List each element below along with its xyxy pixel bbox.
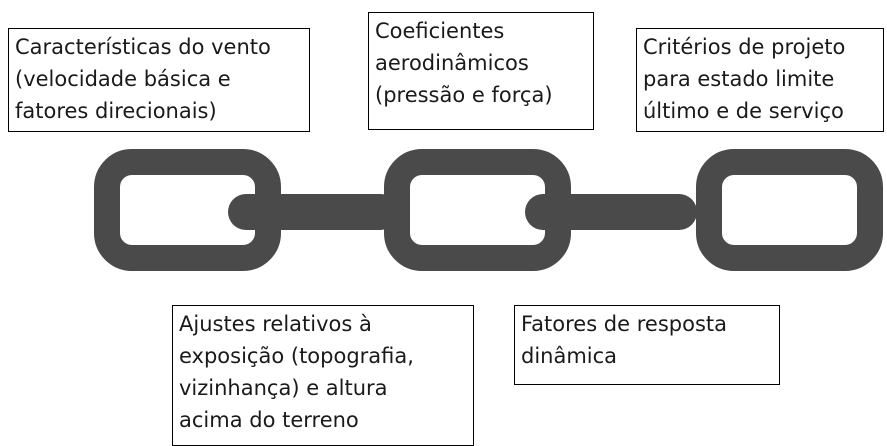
box-line: Características do vento (15, 35, 271, 59)
box-line: exposição (topografia, (179, 344, 414, 368)
chain-link-left (94, 149, 281, 271)
box-line: último e de serviço (643, 99, 844, 123)
box-line: Coeficientes (375, 19, 505, 43)
design-criteria-box: Critérios de projeto para estado limite … (636, 28, 884, 132)
box-line: para estado limite (643, 67, 835, 91)
box-line: fatores direcionais) (15, 99, 217, 123)
chain-link-bar-left (228, 194, 398, 230)
box-line: (velocidade básica e (15, 67, 231, 91)
exposure-adjustments-box: Ajustes relativos à exposição (topografi… (172, 305, 474, 446)
aero-coefficients-box: Coeficientes aerodinâmicos (pressão e fo… (368, 12, 594, 130)
chain-link-right (696, 149, 883, 271)
box-line: vizinhança) e altura (179, 376, 388, 400)
box-line: Ajustes relativos à (179, 312, 372, 336)
wind-characteristics-box: Características do vento (velocidade bás… (8, 28, 310, 132)
box-line: acima do terreno (179, 408, 359, 432)
chain-link-middle (384, 149, 571, 271)
box-line: Fatores de resposta (521, 312, 727, 336)
box-line: (pressão e força) (375, 83, 553, 107)
box-line: dinâmica (521, 344, 618, 368)
box-line: Critérios de projeto (643, 35, 846, 59)
box-line: aerodinâmicos (375, 51, 529, 75)
dynamic-response-box: Fatores de resposta dinâmica (514, 305, 780, 385)
